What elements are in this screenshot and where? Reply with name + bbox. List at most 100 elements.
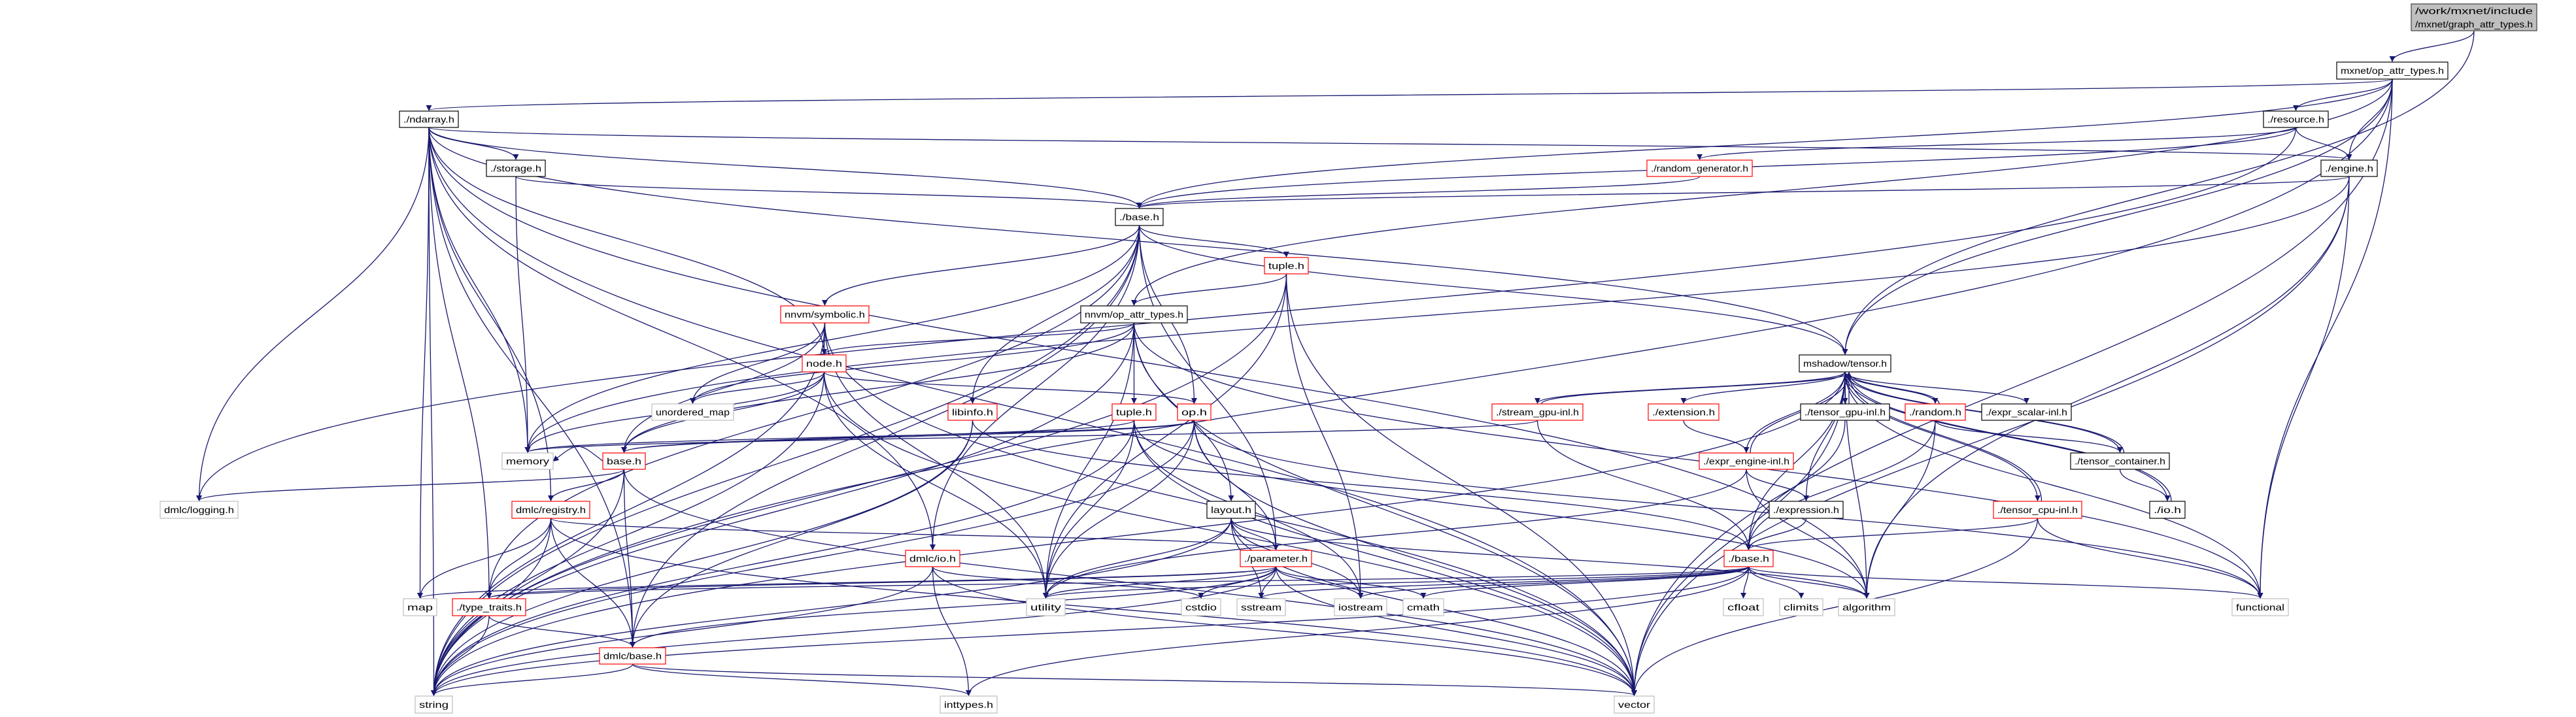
- node-box: [501, 452, 554, 470]
- node-random-gen[interactable]: ./random_generator.h: [1646, 159, 1753, 177]
- edge-expr_engine-to-mshadow_tensor: [1750, 372, 1852, 454]
- node-dmlc-tuple[interactable]: tuple.h: [1264, 257, 1309, 275]
- edge-mx_op_attr-to-engine: [2346, 78, 2393, 160]
- node-dmlc-io[interactable]: dmlc/io.h: [905, 550, 960, 567]
- node-cmath[interactable]: cmath: [1402, 598, 1444, 616]
- node-label: climits: [1784, 602, 1819, 612]
- node-label: ./resource.h: [2267, 114, 2324, 125]
- node-functional[interactable]: functional: [2231, 598, 2289, 616]
- node-ndarray[interactable]: ./ndarray.h: [399, 110, 459, 128]
- node-label: /mxnet/graph_attr_types.h: [2415, 19, 2533, 29]
- node-expr-scalar[interactable]: ./expr_scalar-inl.h: [1981, 403, 2072, 421]
- node-label: utility: [1030, 602, 1061, 612]
- edge-engine-to-mx_base: [1136, 176, 2350, 208]
- edge-node-to-utility: [823, 371, 1049, 599]
- edge-parameter-to-vector: [1275, 566, 1638, 696]
- node-label: cstdio: [1185, 602, 1217, 612]
- node-ms-base[interactable]: ./base.h: [1723, 550, 1774, 567]
- node-inttypes[interactable]: inttypes.h: [940, 695, 998, 714]
- node-tensor-container[interactable]: ./tensor_container.h: [2070, 452, 2170, 470]
- node-dmlc-base[interactable]: dmlc/base.h: [599, 647, 666, 665]
- edge-mshadow_tensor-to-stream_gpu: [1534, 371, 1846, 404]
- node-op[interactable]: op.h: [1177, 403, 1212, 421]
- node-cstdio[interactable]: cstdio: [1181, 598, 1221, 616]
- node-storage[interactable]: ./storage.h: [486, 159, 546, 177]
- edge-random-to-algorithm: [1863, 420, 1936, 599]
- edge-mx_base-to-dmlc_io: [929, 225, 1140, 550]
- edge-random-to-ms_base: [1745, 420, 1936, 550]
- node-algorithm[interactable]: algorithm: [1838, 598, 1895, 616]
- node-nnvm-op-attr[interactable]: nnvm/op_attr_types.h: [1080, 305, 1188, 324]
- node-stream-gpu[interactable]: ./stream_gpu-inl.h: [1491, 403, 1584, 421]
- node-tensor-gpu[interactable]: ./tensor_gpu-inl.h: [1800, 403, 1890, 421]
- edge-type_traits-to-string: [430, 615, 490, 696]
- edge-dmlc_io-to-string: [431, 566, 934, 696]
- edge-mx_op_attr-to-ndarray: [426, 78, 2393, 111]
- edge-registry-to-map: [416, 518, 552, 599]
- edge-nnvm_op_attr-to-nnvm_base: [621, 322, 1135, 453]
- node-nnvm-base[interactable]: base.h: [602, 452, 646, 470]
- node-climits[interactable]: climits: [1779, 598, 1823, 616]
- node-symbolic[interactable]: nnvm/symbolic.h: [780, 305, 870, 324]
- node-memory[interactable]: memory: [501, 452, 554, 470]
- node-type-traits[interactable]: ./type_traits.h: [452, 598, 526, 616]
- node-box: [1206, 501, 1256, 519]
- node-box: [1905, 403, 1966, 421]
- node-label: dmlc/io.h: [909, 554, 956, 564]
- edge-dmlc_tuple-to-iostream: [1285, 273, 1364, 599]
- node-label: map: [407, 602, 433, 612]
- node-tensor-cpu[interactable]: ./tensor_cpu-inl.h: [1993, 501, 2082, 519]
- node-root[interactable]: /work/mxnet/include/mxnet/graph_attr_typ…: [2411, 3, 2537, 31]
- edge-expression-to-ms_base: [1745, 518, 1807, 550]
- node-label: mxnet/op_attr_types.h: [2341, 65, 2444, 76]
- node-box: [602, 452, 646, 470]
- node-sstream[interactable]: sstream: [1236, 598, 1286, 616]
- node-label: ./storage.h: [490, 163, 541, 174]
- edge-nnvm_base-to-registry: [547, 469, 625, 501]
- node-label: cfloat: [1727, 602, 1759, 612]
- node-string[interactable]: string: [415, 695, 453, 714]
- node-expression[interactable]: ./expression.h: [1769, 501, 1844, 519]
- node-box: [1177, 403, 1212, 421]
- node-map[interactable]: map: [403, 598, 437, 616]
- edge-dmlc_base-to-vector: [632, 663, 1637, 696]
- node-nnvm-tuple[interactable]: tuple.h: [1111, 403, 1157, 421]
- node-vector[interactable]: vector: [1614, 695, 1655, 714]
- node-cfloat[interactable]: cfloat: [1723, 598, 1764, 616]
- node-mshadow-tensor[interactable]: mshadow/tensor.h: [1799, 354, 1891, 373]
- node-parameter[interactable]: ./parameter.h: [1240, 550, 1312, 567]
- node-extension[interactable]: ./extension.h: [1648, 403, 1720, 421]
- edge-expr_engine-to-utility: [1043, 469, 1747, 599]
- edge-nnvm_base-to-dmlc_base: [623, 469, 636, 648]
- node-label: functional: [2236, 602, 2284, 612]
- node-expr-engine[interactable]: ./expr_engine-inl.h: [1699, 452, 1794, 470]
- node-box: [2320, 159, 2378, 177]
- edge-ms_base-to-iostream: [1357, 566, 1750, 599]
- node-registry[interactable]: dmlc/registry.h: [511, 501, 590, 519]
- node-mx-base[interactable]: ./base.h: [1115, 208, 1164, 226]
- node-resource[interactable]: ./resource.h: [2263, 110, 2329, 128]
- edge-ndarray-to-dmlc_io: [428, 127, 936, 550]
- node-label: tuple.h: [1116, 407, 1152, 418]
- node-libinfo[interactable]: libinfo.h: [947, 403, 998, 421]
- edge-parameter-to-type_traits: [486, 566, 1277, 599]
- node-box: [1264, 257, 1309, 275]
- node-iostream[interactable]: iostream: [1334, 598, 1387, 616]
- node-box: [486, 159, 546, 177]
- node-node[interactable]: node.h: [802, 354, 847, 373]
- edge-ms_base-to-utility: [1043, 566, 1750, 599]
- edge-mshadow_tensor-to-ms_base: [1745, 371, 1846, 550]
- node-utility[interactable]: utility: [1026, 598, 1066, 616]
- node-label: layout.h: [1211, 505, 1251, 515]
- node-label: mshadow/tensor.h: [1803, 358, 1887, 369]
- node-dmlc-logging[interactable]: dmlc/logging.h: [160, 501, 239, 519]
- node-engine[interactable]: ./engine.h: [2320, 159, 2378, 177]
- edge-tensor_gpu-to-ms_base: [1745, 420, 1846, 550]
- node-box: [599, 647, 666, 665]
- node-mx-op-attr[interactable]: mxnet/op_attr_types.h: [2336, 61, 2449, 80]
- node-unordered-map[interactable]: unordered_map: [651, 403, 734, 421]
- node-layout[interactable]: layout.h: [1206, 501, 1256, 519]
- node-io[interactable]: ./io.h: [2149, 501, 2186, 519]
- node-box: [1648, 403, 1720, 421]
- node-random[interactable]: ./random.h: [1905, 403, 1966, 421]
